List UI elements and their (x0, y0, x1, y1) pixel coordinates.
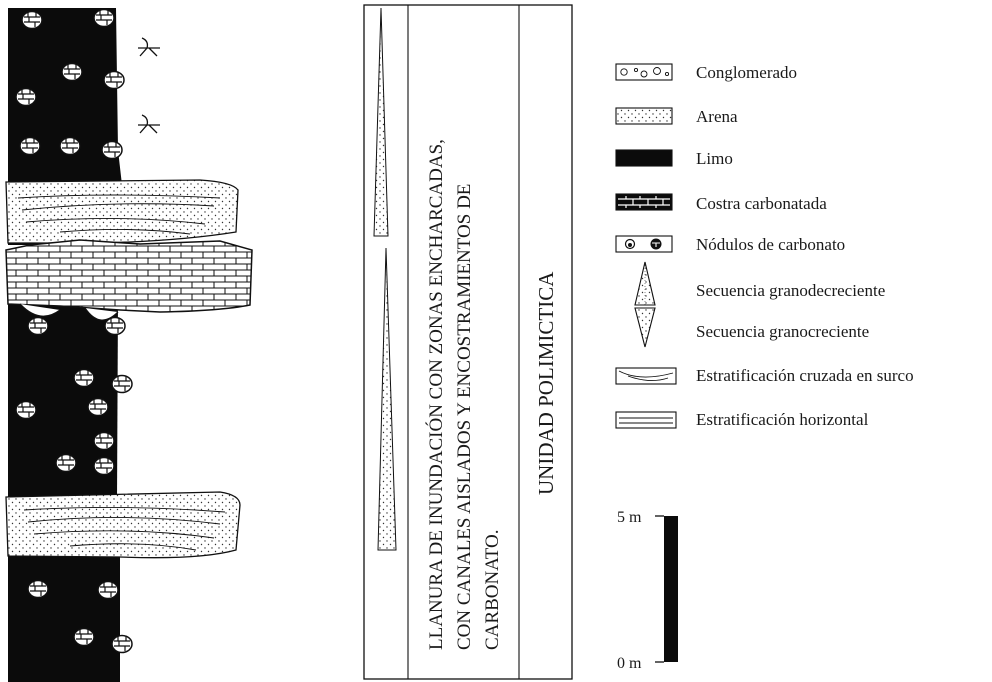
carbonate-crust-icon-bricks (618, 196, 670, 208)
legend-item-fining-upward: Secuencia granodecreciente (634, 261, 885, 306)
scale-top-label: 5 m (617, 509, 642, 526)
unit-label: UNIDAD POLIMICTICA (534, 271, 558, 495)
legend-label-sand: Arena (696, 107, 738, 126)
carbonate-crust-icon (615, 193, 673, 211)
stratigraphic-column (5, 8, 253, 682)
sand-channel-body-upper (5, 179, 239, 244)
interpretation-panel: LLANURA DE INUNDACIÓN CON ZONAS ENCHARCA… (363, 4, 573, 680)
legend: Conglomerado Arena Limo Costra carbonata… (615, 63, 914, 429)
legend-item-sand: Arena (615, 107, 738, 126)
legend-label-carbonate-crust: Costra carbonatada (696, 194, 827, 213)
interpretation-line-3: CARBONATO. (482, 529, 503, 650)
conglomerate-clasts (620, 67, 670, 78)
legend-item-conglomerate: Conglomerado (615, 63, 797, 82)
legend-label-conglomerate: Conglomerado (696, 63, 797, 82)
carbonate-nodules-icon (615, 235, 673, 253)
sand-channel-body-lower (5, 491, 241, 559)
legend-item-carbonate-nodules: Nódulos de carbonato (615, 235, 845, 254)
sequence-wedge-upper (373, 7, 389, 237)
legend-label-coarsening-upward: Secuencia granocreciente (696, 322, 869, 341)
legend-item-horizontal-stratification: Estratificación horizontal (615, 410, 869, 429)
legend-label-fining-upward: Secuencia granodecreciente (696, 281, 885, 300)
evaporite-mark-icon (138, 114, 160, 134)
silt-icon (615, 149, 673, 167)
sand-icon (615, 107, 673, 125)
interpretation-line-1: LLANURA DE INUNDACIÓN CON ZONAS ENCHARCA… (425, 139, 447, 650)
coarsening-upward-icon (634, 307, 656, 348)
evaporite-mark-icon (138, 37, 160, 57)
legend-label-carbonate-nodules: Nódulos de carbonato (696, 235, 845, 254)
legend-item-trough-cross-stratification: Estratificación cruzada en surco (615, 366, 914, 385)
scale-bottom-label: 0 m (617, 655, 642, 672)
silt-layer-middle (8, 300, 118, 500)
silt-layer-lower (8, 555, 120, 682)
interpretation-frame (363, 4, 573, 680)
carbonate-crust-bed (5, 239, 253, 321)
legend-label-trough-cross-stratification: Estratificación cruzada en surco (696, 366, 914, 385)
scale-bar-rect (664, 516, 678, 662)
legend-label-silt: Limo (696, 149, 733, 168)
trough-cross-stratification-icon (615, 367, 677, 385)
sequence-wedge-lower (377, 247, 397, 551)
legend-item-silt: Limo (615, 149, 733, 168)
conglomerate-icon (615, 63, 673, 81)
interpretation-line-2: CON CANALES AISLADOS Y ENCOSTRAMIENTOS D… (454, 184, 475, 650)
legend-label-horizontal-stratification: Estratificación horizontal (696, 410, 869, 429)
legend-item-coarsening-upward: Secuencia granocreciente (634, 307, 869, 348)
legend-item-carbonate-crust: Costra carbonatada (615, 193, 827, 213)
horizontal-stratification-icon (615, 411, 677, 429)
scale-bar: 5 m 0 m (617, 509, 678, 672)
